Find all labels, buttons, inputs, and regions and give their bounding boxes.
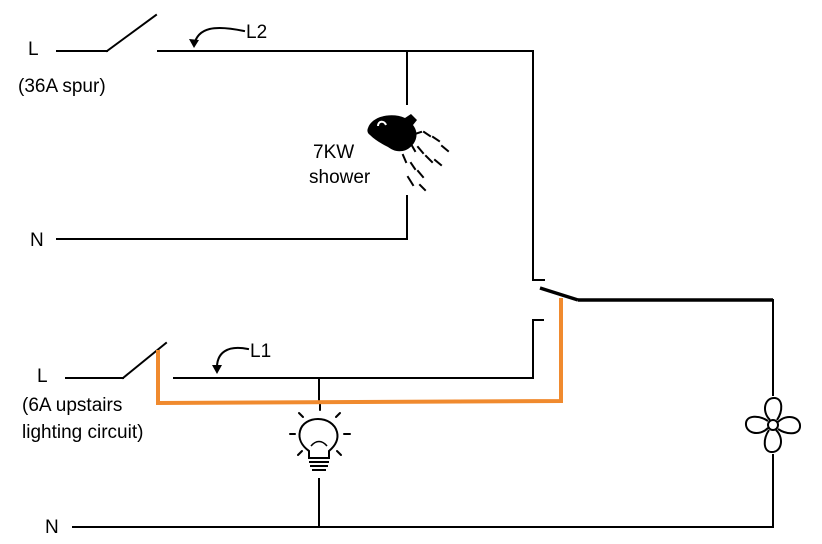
- l1-label: L1: [250, 341, 271, 362]
- top-live-label: L: [28, 39, 39, 60]
- fan-circuit: [745, 299, 801, 528]
- top-circuit: L (36A spur) L2 N 7KW shower: [18, 13, 534, 281]
- l1-arrowhead: [212, 365, 222, 374]
- l2-arrowhead: [189, 39, 199, 48]
- bottom-neutral-label: N: [45, 517, 59, 538]
- orange-link-wire: [156, 298, 563, 406]
- top-live-note: (36A spur): [18, 76, 106, 97]
- l2-label: L2: [246, 22, 267, 43]
- l1-pointer-arrow: [215, 347, 250, 372]
- top-neutral-label: N: [30, 230, 44, 251]
- changeover-contact: [532, 279, 773, 379]
- contact-blade: [539, 286, 579, 302]
- fan-icon: [745, 397, 801, 453]
- bottom-live-label: L: [37, 366, 48, 387]
- l2-pointer-arrow: [192, 26, 246, 47]
- bottom-live-note-line1: (6A upstairs: [22, 395, 122, 416]
- shower-rating-label: 7KW: [313, 142, 354, 163]
- bottom-light-switch: [121, 341, 168, 380]
- light-bulb-icon: [289, 403, 351, 471]
- top-isolator-switch: [105, 13, 158, 53]
- bottom-circuit: L (6A upstairs lighting circuit) L1: [22, 341, 774, 538]
- bottom-live-note-line2: lighting circuit): [22, 422, 143, 443]
- shower-icon: [367, 114, 450, 192]
- shower-label: shower: [309, 167, 371, 188]
